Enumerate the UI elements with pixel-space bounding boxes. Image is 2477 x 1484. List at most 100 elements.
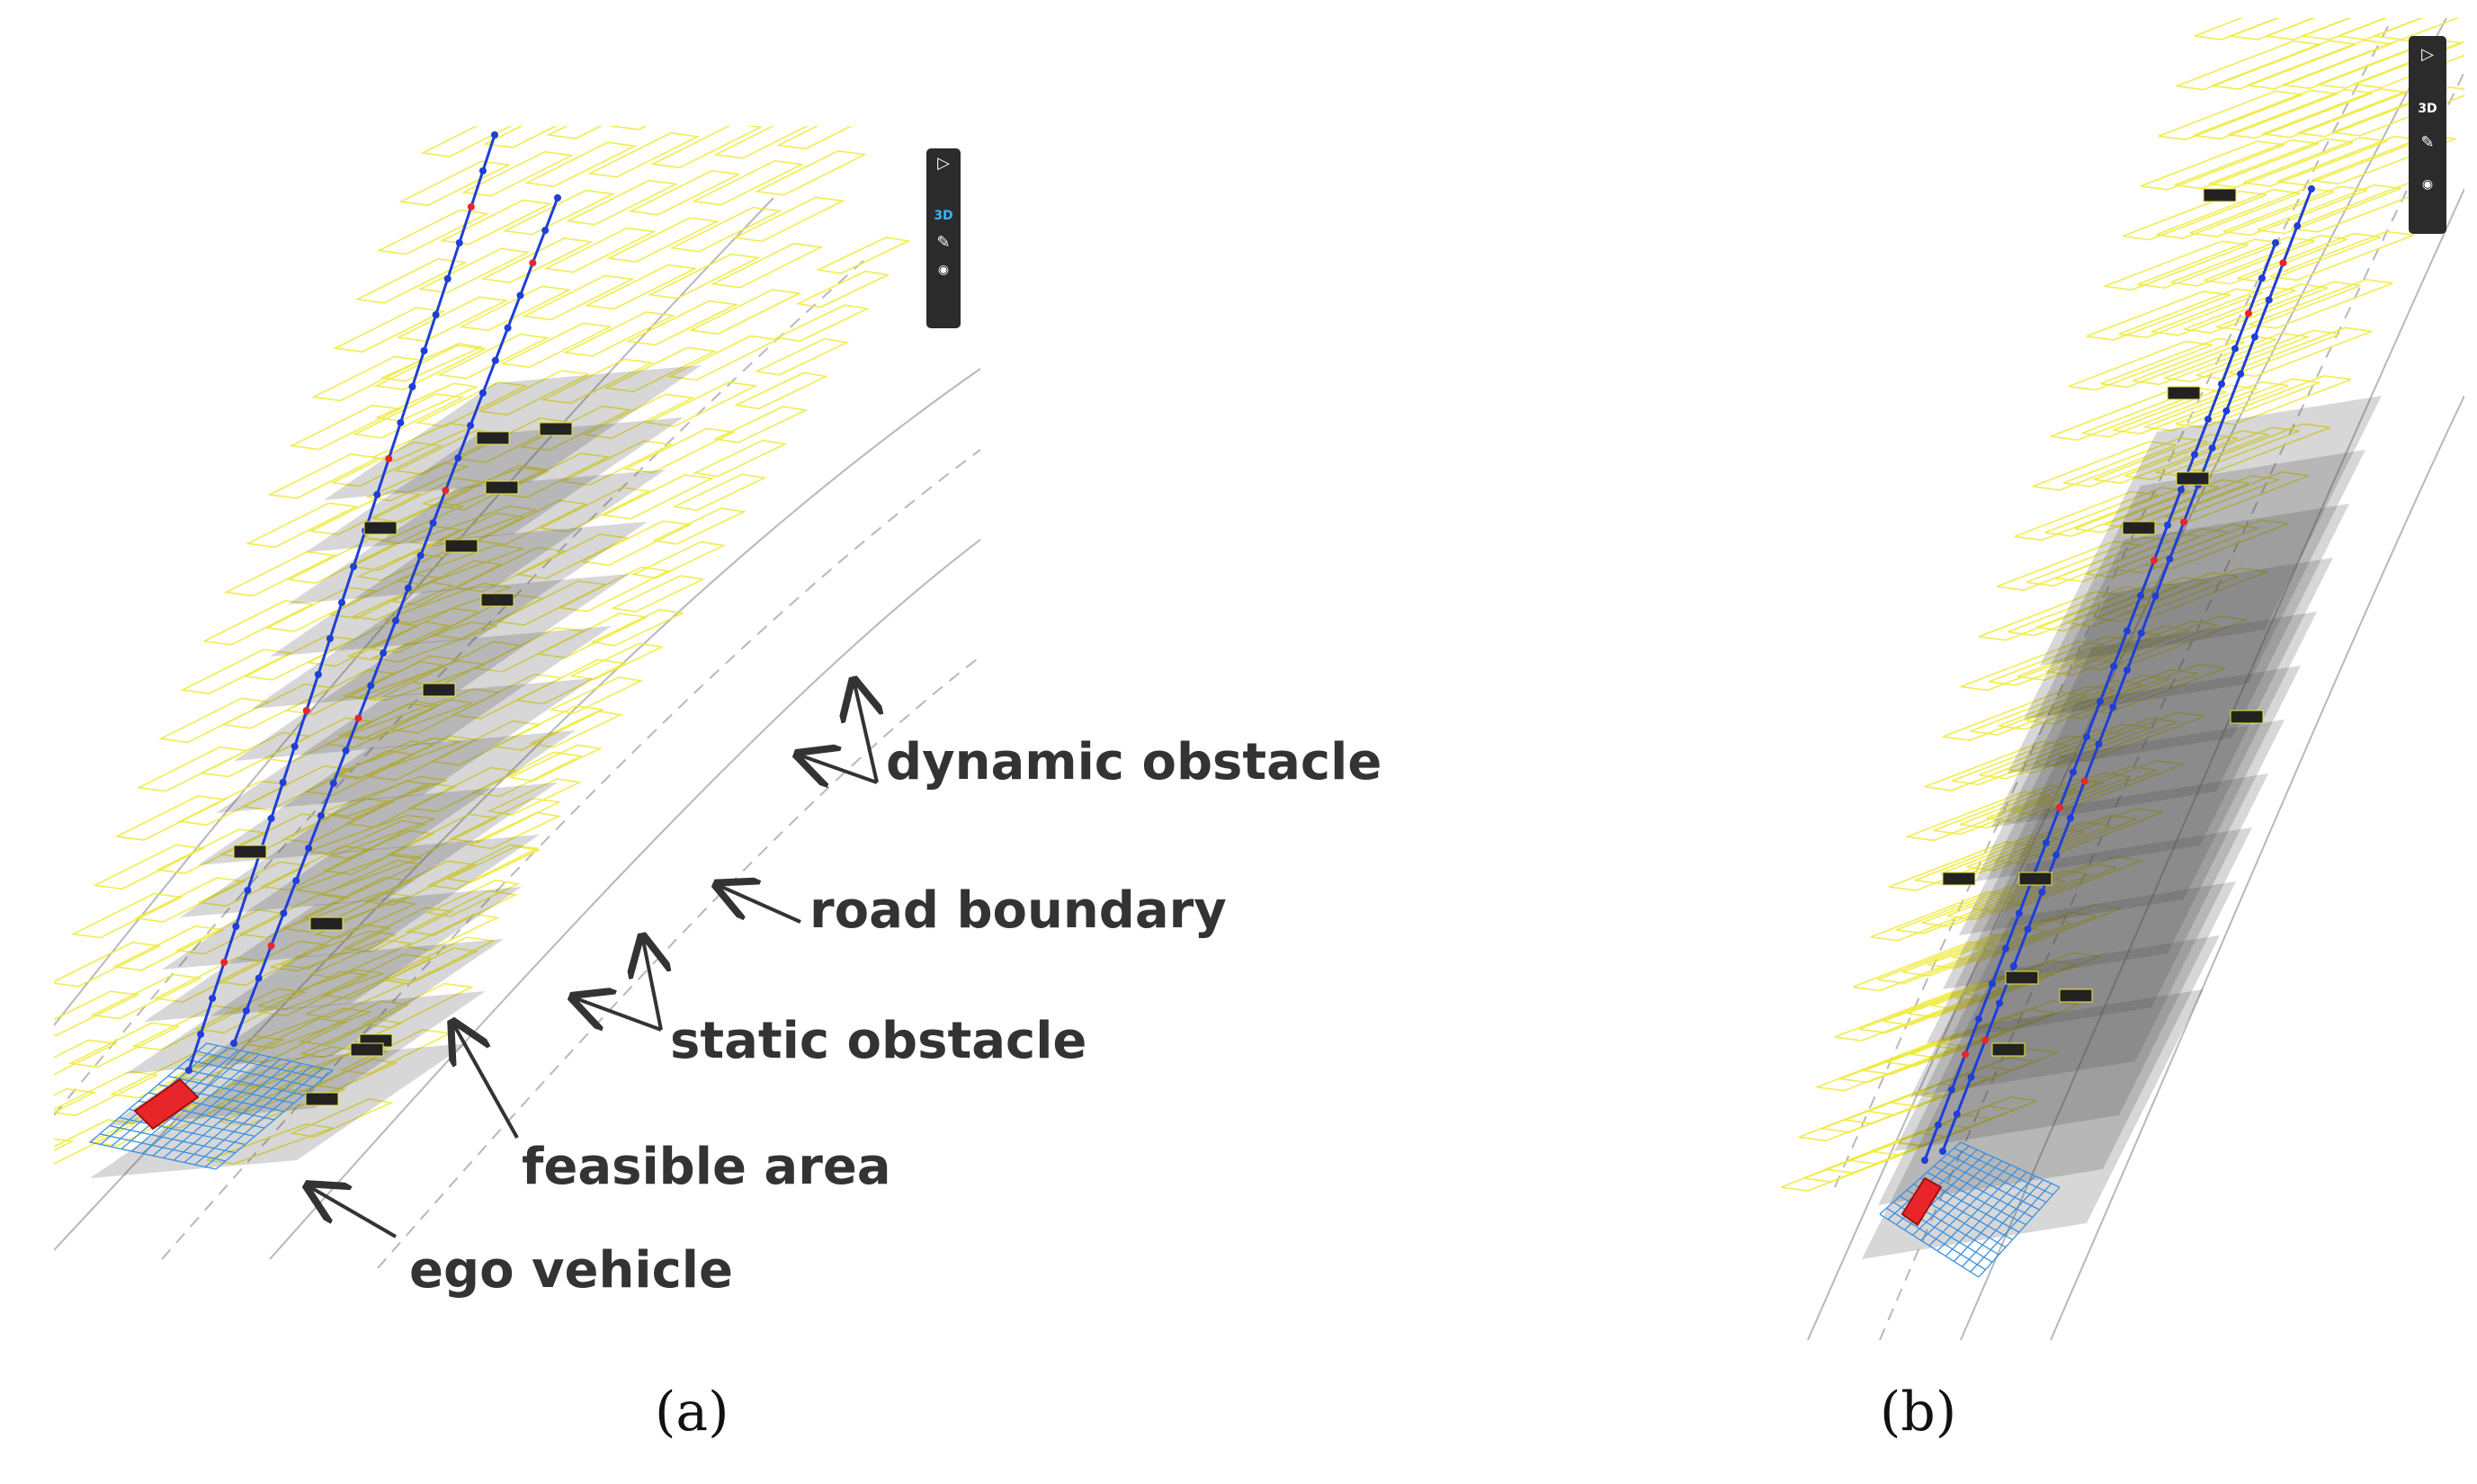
- trajectory-point: [302, 707, 310, 714]
- obstacle-id-tag: [2230, 710, 2264, 724]
- obstacle-wireframe: [289, 404, 402, 451]
- obstacle-wireframe: [333, 307, 446, 353]
- obstacle-wireframe: [549, 676, 644, 714]
- obstacle-wireframe: [2266, 18, 2352, 40]
- cursor-icon[interactable]: ▷: [937, 154, 950, 173]
- obstacle-wireframe: [365, 461, 469, 502]
- obstacle-wireframe: [445, 845, 541, 883]
- gear-icon[interactable]: ◉: [937, 263, 950, 277]
- obstacle-wireframe: [216, 940, 329, 987]
- trajectory-point: [2109, 703, 2117, 711]
- feasible-area-layer: [2040, 396, 2382, 666]
- obstacle-wireframe: [2194, 18, 2280, 40]
- obstacle-wireframe: [560, 440, 674, 487]
- trajectory-point: [420, 347, 428, 354]
- obstacle-wireframe: [420, 126, 513, 157]
- obstacle-wireframe: [2242, 137, 2388, 187]
- obstacle-id-tag: [444, 539, 478, 553]
- obstacle-wireframe: [2206, 375, 2352, 425]
- obstacle-wireframe: [327, 780, 432, 820]
- trajectory-point: [2009, 962, 2017, 970]
- obstacle-wireframe: [133, 877, 247, 923]
- obstacle-wireframe: [54, 1138, 75, 1151]
- obstacle-id-tag: [2059, 988, 2093, 1003]
- trajectory-point: [1996, 999, 2004, 1007]
- feasible-area-layer: [324, 365, 702, 500]
- trajectory-point: [408, 383, 416, 390]
- obstacle-wireframe: [70, 892, 184, 939]
- obstacle-wireframe: [2044, 487, 2189, 537]
- obstacle-wireframe: [286, 538, 400, 585]
- obstacle-wireframe: [478, 370, 591, 416]
- obstacle-id-tag: [2167, 386, 2201, 400]
- obstacle-wireframe: [333, 737, 461, 779]
- trajectory-point: [443, 275, 452, 282]
- obstacle-wireframe: [466, 811, 562, 850]
- obstacle-wireframe: [2018, 808, 2163, 858]
- trajectory-point: [244, 887, 252, 894]
- trajectory-point: [267, 942, 275, 950]
- obstacle-id-tag: [2122, 521, 2156, 535]
- obstacle-wireframe: [373, 344, 487, 390]
- obstacle-wireframe: [648, 253, 761, 299]
- obstacle-wireframe: [409, 505, 537, 547]
- obstacle-wireframe: [502, 189, 616, 236]
- obstacle-wireframe: [816, 237, 911, 274]
- obstacle-wireframe: [112, 925, 225, 971]
- view-mode-3d-button[interactable]: 3D: [2418, 102, 2437, 116]
- feasible-area-layer: [1959, 666, 2301, 935]
- obstacle-wireframe: [1895, 884, 2041, 934]
- obstacle-id-tag: [350, 1042, 384, 1057]
- obstacle-wireframe: [625, 299, 739, 346]
- ruler-icon[interactable]: ✎: [2420, 133, 2435, 152]
- obstacle-wireframe: [319, 953, 434, 1000]
- trajectory-point: [230, 1040, 237, 1047]
- trajectory-point: [2124, 666, 2131, 674]
- obstacle-wireframe: [290, 1098, 394, 1138]
- trajectory-point: [2137, 592, 2144, 600]
- ruler-icon[interactable]: ✎: [936, 233, 951, 252]
- trajectory-point: [1921, 1157, 1928, 1164]
- obstacle-wireframe: [1892, 1096, 2038, 1147]
- obstacle-wireframe: [535, 612, 649, 658]
- obstacle-wireframe: [2175, 378, 2321, 429]
- trajectory-point: [2070, 768, 2077, 776]
- view-toolbar-b: ▷ 3D ✎ ◉: [2409, 36, 2446, 234]
- trajectory-point: [432, 311, 440, 318]
- view-mode-3d-button[interactable]: 3D: [934, 209, 953, 223]
- trajectory-point: [1962, 1050, 1969, 1059]
- obstacle-wireframe: [371, 621, 498, 663]
- obstacle-wireframe: [691, 159, 805, 206]
- obstacle-wireframe: [382, 936, 496, 982]
- obstacle-wireframe: [1970, 685, 2115, 736]
- obstacle-wireframe: [327, 573, 441, 620]
- trajectory-point: [185, 1067, 192, 1074]
- obstacle-wireframe: [67, 1022, 182, 1068]
- obstacle-wireframe: [538, 487, 652, 532]
- obstacle-id-tag: [309, 916, 344, 931]
- obstacle-wireframe: [237, 892, 351, 939]
- obstacle-id-tag: [2018, 872, 2052, 886]
- trajectory-point: [242, 1006, 250, 1015]
- gear-icon[interactable]: ◉: [2421, 177, 2434, 192]
- trajectory-point: [2294, 222, 2302, 230]
- cursor-icon[interactable]: ▷: [2421, 45, 2434, 64]
- obstacle-wireframe: [514, 658, 627, 705]
- obstacle-wireframe: [2033, 717, 2178, 768]
- obstacle-wireframe: [2140, 140, 2285, 191]
- view-toolbar-a: ▷ 3D ✎ ◉: [926, 148, 961, 328]
- obstacle-wireframe: [795, 270, 890, 308]
- trajectory-point: [392, 617, 399, 624]
- trajectory-point: [2080, 777, 2088, 785]
- feasible-area-layer: [1862, 989, 2204, 1259]
- trajectory-point: [2279, 259, 2287, 267]
- obstacle-wireframe: [235, 1017, 348, 1064]
- obstacle-wireframe: [298, 1000, 411, 1046]
- obstacle-wireframe: [2230, 18, 2316, 40]
- feasible-area-layer: [198, 730, 576, 865]
- obstacle-wireframe: [2216, 281, 2361, 332]
- obstacle-wireframe: [2189, 187, 2335, 237]
- feasible-area-layer: [1975, 612, 2317, 881]
- obstacle-wireframe: [330, 441, 443, 487]
- feasible-area-layer: [2008, 504, 2349, 773]
